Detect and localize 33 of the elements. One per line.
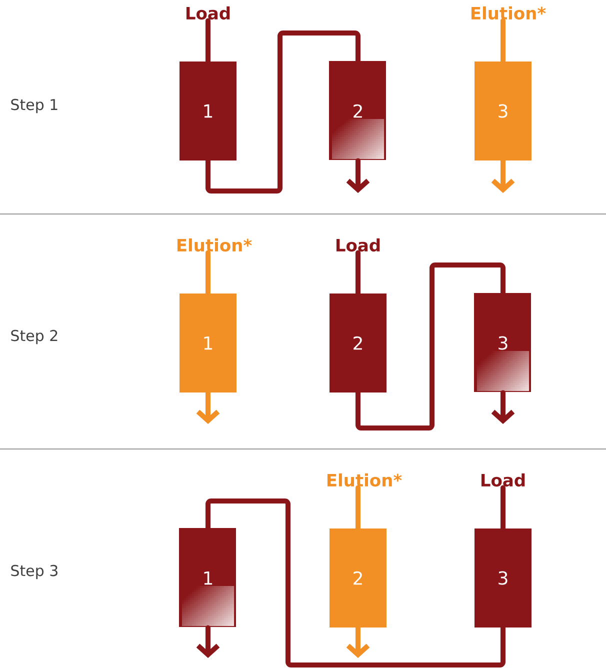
stream-label: Load bbox=[336, 238, 380, 252]
step-label: Step 1 bbox=[11, 98, 58, 114]
flow-line bbox=[500, 18, 506, 64]
flow-arrow bbox=[491, 158, 515, 193]
column-box: 2 bbox=[330, 294, 386, 392]
stream-label: Load bbox=[482, 473, 525, 487]
column-box: 1 bbox=[179, 528, 236, 627]
column-box: 2 bbox=[329, 61, 386, 160]
flow-line bbox=[206, 250, 210, 296]
flow-arrow bbox=[196, 625, 220, 658]
step-label: Step 2 bbox=[11, 330, 58, 344]
column-box: 2 bbox=[330, 528, 386, 628]
column-box: 1 bbox=[180, 294, 236, 392]
flow-arrow bbox=[196, 390, 220, 424]
flow-line bbox=[500, 485, 506, 531]
column-box: 3 bbox=[474, 528, 532, 628]
flow-line bbox=[206, 18, 210, 64]
stream-label: Elution* bbox=[327, 473, 402, 487]
stream-label: Load bbox=[186, 6, 230, 20]
flow-arrow bbox=[346, 625, 370, 658]
flow-line bbox=[356, 262, 506, 430]
stream-label: Elution* bbox=[177, 238, 252, 252]
flow-arrow bbox=[491, 390, 515, 424]
flow-line bbox=[206, 498, 506, 668]
flow-line bbox=[356, 485, 360, 531]
stream-label: Elution* bbox=[471, 6, 546, 20]
column-box: 3 bbox=[474, 293, 531, 392]
column-box: 1 bbox=[180, 62, 236, 160]
flow-line bbox=[206, 30, 360, 194]
flow-arrow bbox=[346, 158, 370, 193]
step-label: Step 3 bbox=[11, 564, 58, 580]
flow-line bbox=[356, 250, 360, 296]
column-box: 3 bbox=[474, 62, 532, 160]
